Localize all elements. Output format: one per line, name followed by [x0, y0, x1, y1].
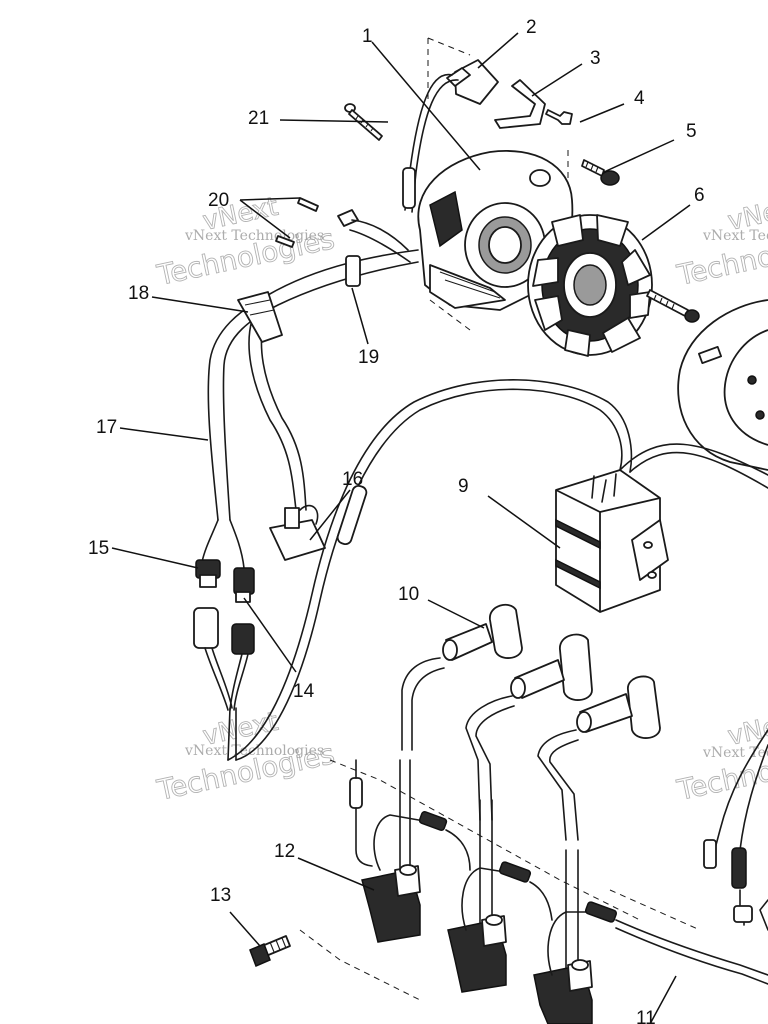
primary-leads-part-11 [349, 759, 768, 985]
svg-text:vNext Technologies: vNext Technologies [184, 743, 324, 759]
callout-5: 5 [686, 121, 697, 142]
callout-16: 16 [342, 469, 363, 490]
callout-6: 6 [694, 185, 705, 206]
svg-text:vNext Technologies: vNext Technologies [702, 228, 768, 244]
long-bolt-part-21 [344, 103, 383, 141]
callout-10: 10 [398, 584, 419, 605]
callout-9: 9 [458, 476, 469, 497]
cdi-box-part-9 [555, 443, 768, 613]
callout-13: 13 [210, 885, 231, 906]
bracket-part-3 [494, 79, 546, 129]
callout-14: 14 [293, 681, 315, 702]
callout-12: 12 [274, 841, 295, 862]
right-side-leads [703, 729, 768, 931]
callout-4: 4 [634, 88, 645, 109]
spark-plug-caps-part-10 [401, 603, 661, 841]
callout-15: 15 [88, 538, 109, 559]
small-screw-part-4 [545, 109, 573, 125]
harness-tie-part-19 [345, 255, 361, 287]
callout-18: 18 [128, 283, 149, 304]
callout-3: 3 [590, 48, 601, 69]
watermark-bottom-right: vNext vNext Technologies Technologies [673, 706, 768, 807]
callout-labels: 1 2 3 4 5 6 9 10 11 12 13 14 15 16 17 18… [88, 17, 705, 1024]
screw-part-5 [581, 159, 620, 186]
bolt-part-13 [249, 935, 291, 967]
callout-20: 20 [208, 190, 229, 211]
ignition-coils-part-12 [361, 759, 593, 1024]
flywheel [677, 299, 768, 471]
stator-screw [646, 289, 700, 323]
watermark-bottom-left: vNext vNext Technologies Technologies [153, 706, 338, 807]
leader-lines [111, 32, 691, 1024]
harness-clamp-part-18 [237, 291, 283, 343]
stator-coils-part-6 [527, 214, 653, 357]
callout-1: 1 [362, 26, 373, 47]
callout-21: 21 [248, 108, 269, 129]
connector-part-16 [269, 504, 326, 561]
cdi-lead-wire [227, 379, 633, 761]
connectors-part-14-15 [193, 519, 255, 761]
callout-11: 11 [636, 1008, 656, 1024]
small-screws-part-20 [275, 197, 359, 248]
callout-17: 17 [96, 417, 117, 438]
callout-19: 19 [358, 347, 379, 368]
callout-2: 2 [526, 17, 537, 38]
